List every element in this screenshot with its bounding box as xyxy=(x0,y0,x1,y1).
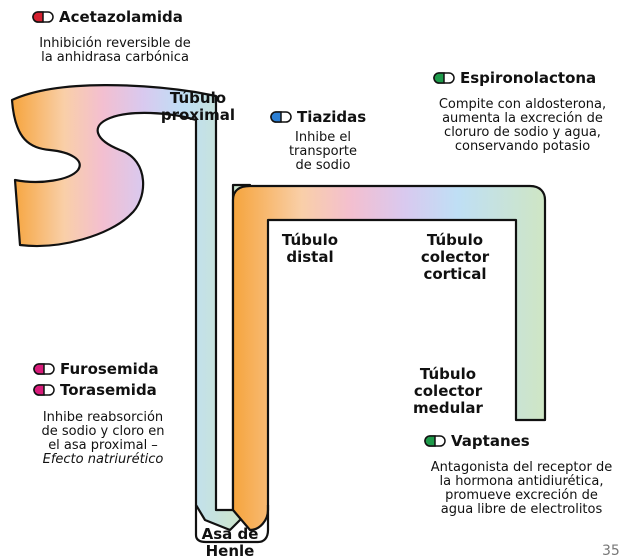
label-line: Túbulo xyxy=(169,89,227,107)
desc-line: de sodio y cloro en xyxy=(41,424,165,439)
desc-line: de sodio xyxy=(295,158,351,173)
drug-espironolactona: Espironolactona xyxy=(433,69,596,87)
label-tubulo-colector-medular: Túbulo colector medular xyxy=(408,366,488,417)
drug-acetazolamida: Acetazolamida xyxy=(32,8,183,26)
drug-name: Torasemida xyxy=(60,381,157,399)
desc-acetazolamida: Inhibición reversible de la anhidrasa ca… xyxy=(20,37,210,65)
label-tubulo-colector-cortical: Túbulo colector cortical xyxy=(410,232,500,283)
drug-tiazidas: Tiazidas xyxy=(270,108,366,126)
desc-line: Inhibe el xyxy=(295,130,351,145)
desc-furosemida: Inhibe reabsorción de sodio y cloro en e… xyxy=(24,411,182,467)
label-line: medular xyxy=(413,399,483,417)
drug-torasemida: Torasemida xyxy=(33,381,157,399)
pill-icon xyxy=(270,111,292,123)
label-line: colector xyxy=(420,248,490,266)
label-line: distal xyxy=(286,248,334,266)
desc-line: Antagonista del receptor de xyxy=(430,460,613,475)
desc-espironolactona: Compite con aldosterona, aumenta la excr… xyxy=(425,98,620,154)
pill-icon xyxy=(433,72,455,84)
pill-icon xyxy=(33,363,55,375)
label-line: Asa de xyxy=(201,525,259,543)
label-line: Túbulo xyxy=(281,231,339,249)
desc-vaptanes: Antagonista del receptor de la hormona a… xyxy=(418,461,625,517)
drug-name: Tiazidas xyxy=(297,108,367,126)
drug-vaptanes: Vaptanes xyxy=(424,432,530,450)
desc-tiazidas: Inhibe el transporte de sodio xyxy=(278,131,368,173)
label-line: proximal xyxy=(160,106,236,124)
tubule-distal-collector xyxy=(231,184,547,532)
label-line: Henle xyxy=(205,542,255,560)
desc-line-italic: Efecto natriurético xyxy=(42,452,164,467)
label-line: colector xyxy=(413,382,483,400)
drug-name: Acetazolamida xyxy=(59,8,183,26)
label-line: Túbulo xyxy=(419,365,477,383)
desc-line: Inhibe reabsorción xyxy=(42,410,164,425)
pill-icon xyxy=(424,435,446,447)
desc-line: Compite con aldosterona, xyxy=(438,97,607,112)
label-tubulo-proximal: Túbulo proximal xyxy=(148,90,248,124)
desc-line: Inhibición reversible de xyxy=(39,36,191,51)
label-line: cortical xyxy=(423,265,487,283)
drug-name: Espironolactona xyxy=(460,69,597,87)
desc-line: agua libre de electrolitos xyxy=(440,502,603,517)
drug-name: Vaptanes xyxy=(451,432,530,450)
desc-line: la hormona antidiurética, xyxy=(439,474,604,489)
tubule-proximal xyxy=(10,84,252,532)
drug-name: Furosemida xyxy=(60,360,159,378)
page-number: 35 xyxy=(602,543,620,559)
loop-bottom xyxy=(194,505,270,544)
pill-icon xyxy=(32,11,54,23)
desc-line: la anhidrasa carbónica xyxy=(41,50,189,65)
desc-line: transporte xyxy=(288,144,358,159)
label-line: Túbulo xyxy=(426,231,484,249)
label-tubulo-distal: Túbulo distal xyxy=(270,232,350,266)
pill-icon xyxy=(33,384,55,396)
label-asa-de-henle: Asa de Henle xyxy=(190,526,270,560)
drug-furosemida: Furosemida xyxy=(33,360,159,378)
desc-line: aumenta la excreción de xyxy=(442,111,603,126)
desc-line: promueve excreción de xyxy=(445,488,598,503)
desc-line: el asa proximal – xyxy=(48,438,158,453)
desc-line: cloruro de sodio y agua, xyxy=(444,125,601,140)
desc-line: conservando potasio xyxy=(454,139,591,154)
